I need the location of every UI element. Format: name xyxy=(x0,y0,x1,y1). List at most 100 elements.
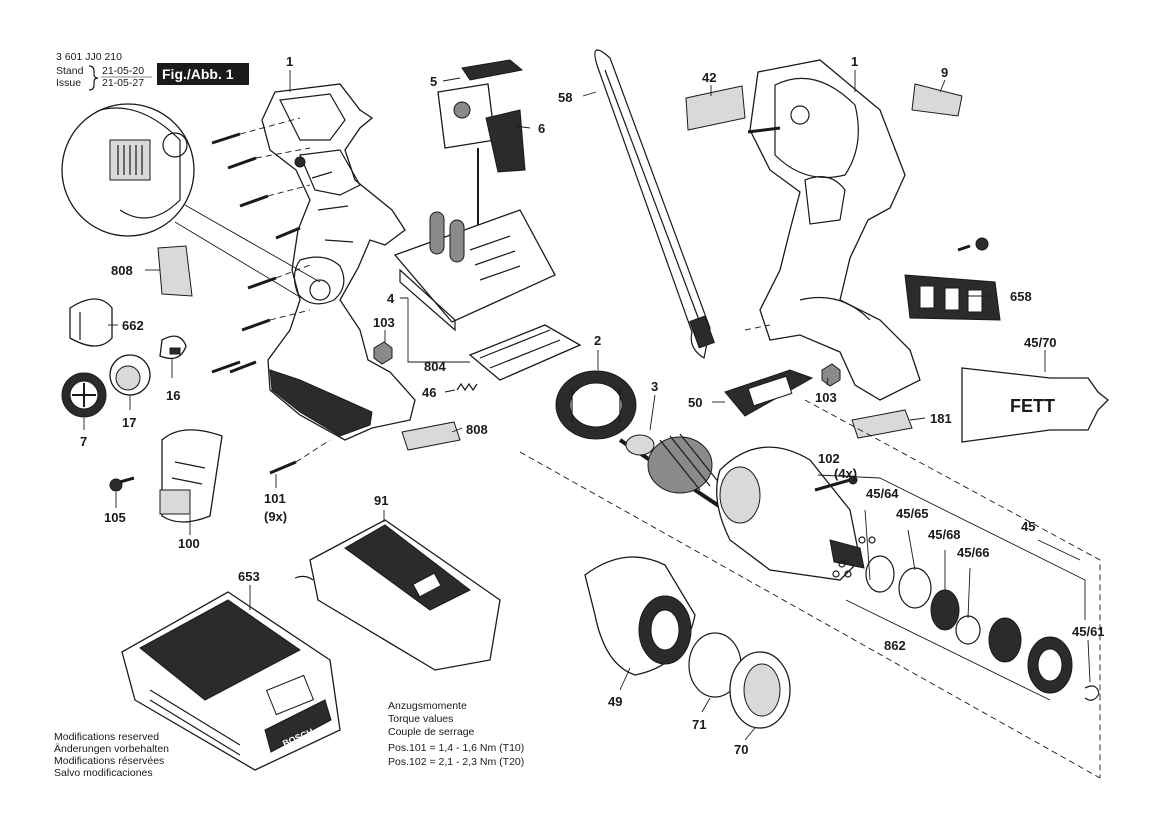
part-label-105: 105 xyxy=(104,510,126,525)
document-header: 3 601 JJ0 210 Stand Issue 21-05-20 21-05… xyxy=(56,51,249,91)
selector-knob-7 xyxy=(61,372,107,418)
part-label-4x: (4x) xyxy=(834,466,857,481)
charger-91 xyxy=(294,519,501,671)
document-number: 3 601 JJ0 210 xyxy=(56,51,122,63)
part-label-662: 662 xyxy=(122,318,144,333)
part-label-45: 45 xyxy=(1021,519,1035,534)
housing-right-half xyxy=(744,59,921,401)
motor-stator-2 xyxy=(555,370,637,440)
part-label-50: 50 xyxy=(688,395,702,410)
part-label-91: 91 xyxy=(374,493,388,508)
part-label-71: 71 xyxy=(692,717,706,732)
part-labels: 1 5 6 58 42 1 9 808 4 662 103 804 2 658 … xyxy=(80,54,1105,757)
led-ring-16 xyxy=(159,335,187,360)
part-label-17: 17 xyxy=(122,415,136,430)
assembly-guide-line-2 xyxy=(804,399,1101,778)
part-label-658: 658 xyxy=(1010,289,1032,304)
stand-date: 21-05-20 xyxy=(102,65,144,77)
issue-label: Issue xyxy=(56,77,81,89)
belt-clip-100 xyxy=(159,429,223,523)
part-label-45-64: 45/64 xyxy=(866,486,899,501)
part-label-42: 42 xyxy=(702,70,716,85)
part-label-181: 181 xyxy=(930,411,952,426)
part-label-9x: (9x) xyxy=(264,509,287,524)
part-label-2: 2 xyxy=(594,333,601,348)
pcb-holder-804 xyxy=(468,324,582,381)
torque-line-3: Couple de serrage xyxy=(388,726,475,738)
part-label-58: 58 xyxy=(558,90,572,105)
housing-left-half xyxy=(261,83,416,441)
modifications-es: Salvo modificaciones xyxy=(54,767,153,779)
fett-text: FETT xyxy=(1010,396,1055,416)
ring-set-45 xyxy=(865,555,1100,701)
part-label-862: 862 xyxy=(884,638,906,653)
part-label-45-61: 45/61 xyxy=(1072,624,1105,639)
torque-line-1: Anzugsmomente xyxy=(388,700,467,712)
part-label-7: 7 xyxy=(80,434,87,449)
gear-housing xyxy=(716,446,876,581)
part-label-103b: 103 xyxy=(815,390,837,405)
part-label-70: 70 xyxy=(734,742,748,757)
part-label-102: 102 xyxy=(818,451,840,466)
issue-date: 21-05-27 xyxy=(102,77,144,89)
lanyard-58 xyxy=(594,49,715,359)
part-label-653: 653 xyxy=(238,569,260,584)
assembly-guide-line xyxy=(519,451,1101,779)
modifications-en: Modifications reserved xyxy=(54,731,159,743)
torque-line-5: Pos.102 = 2,1 - 2,3 Nm (T20) xyxy=(388,756,524,768)
display-panel-50 xyxy=(724,369,814,417)
ring-group-brackets xyxy=(817,474,1091,701)
switch-assembly xyxy=(437,59,526,262)
torque-line-4: Pos.101 = 1,4 - 1,6 Nm (T10) xyxy=(388,742,524,754)
part-label-45-65: 45/65 xyxy=(896,506,929,521)
label-plate-808 xyxy=(157,245,193,297)
grease-tube-45-70: FETT xyxy=(961,367,1109,443)
label-plate-808b xyxy=(401,421,461,451)
part-label-808: 808 xyxy=(111,263,133,278)
part-label-45-66: 45/66 xyxy=(957,545,990,560)
label-plate-42 xyxy=(685,85,746,131)
part-label-5: 5 xyxy=(430,74,437,89)
part-label-804: 804 xyxy=(424,359,446,374)
brace-icon xyxy=(88,65,99,91)
nut-103-left xyxy=(373,341,393,365)
torque-notes: Anzugsmomente Torque values Couple de se… xyxy=(388,700,524,768)
part-label-6: 6 xyxy=(538,121,545,136)
part-label-45-68: 45/68 xyxy=(928,527,961,542)
part-label-49: 49 xyxy=(608,694,622,709)
lamp-module-658 xyxy=(904,237,1001,321)
part-label-100: 100 xyxy=(178,536,200,551)
battery-pack-653: BOSCH xyxy=(121,591,341,771)
cap-662 xyxy=(69,298,113,347)
figure-badge xyxy=(157,63,249,85)
modifications-de: Änderungen vorbehalten xyxy=(54,743,169,755)
stand-label: Stand xyxy=(56,65,84,77)
modification-notices: Modifications reserved Änderungen vorbeh… xyxy=(54,731,169,779)
part-label-4: 4 xyxy=(387,291,395,306)
label-plate-9 xyxy=(911,83,963,117)
motor-rotor-3 xyxy=(618,433,742,522)
part-label-103: 103 xyxy=(373,315,395,330)
part-label-16: 16 xyxy=(166,388,180,403)
light-17 xyxy=(109,354,151,396)
part-label-808b: 808 xyxy=(466,422,488,437)
nut-103-right xyxy=(821,363,841,387)
spring-46 xyxy=(456,382,478,392)
torque-line-2: Torque values xyxy=(388,713,453,725)
part-label-46: 46 xyxy=(422,385,436,400)
bumper-70 xyxy=(729,651,791,729)
modifications-fr: Modifications réservées xyxy=(54,755,164,767)
part-label-1b: 1 xyxy=(851,54,858,69)
screw-105 xyxy=(109,476,135,492)
detail-magnifier xyxy=(61,103,321,301)
leader-lines xyxy=(83,70,1046,741)
part-label-1: 1 xyxy=(286,54,293,69)
front-cap-49 xyxy=(584,556,696,676)
part-label-101: 101 xyxy=(264,491,286,506)
figure-label: Fig./Abb. 1 xyxy=(162,66,234,82)
label-plate-181 xyxy=(851,409,913,439)
part-label-9: 9 xyxy=(941,65,948,80)
electronics-module xyxy=(393,209,556,332)
part-label-3: 3 xyxy=(651,379,658,394)
